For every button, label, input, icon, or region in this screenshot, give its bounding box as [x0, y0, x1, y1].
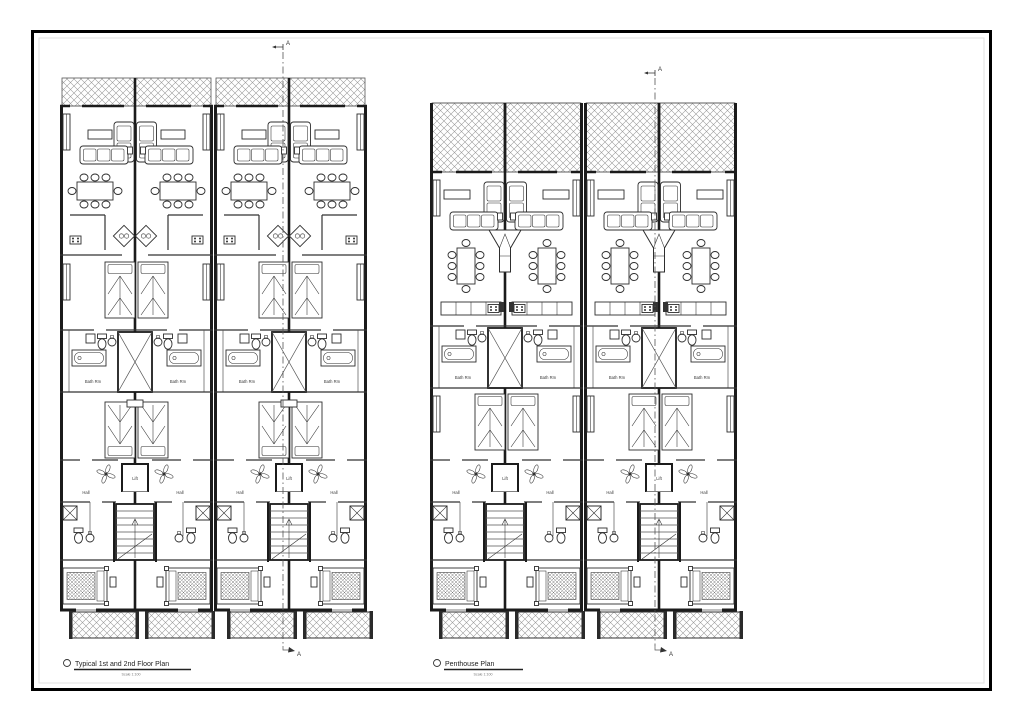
section-arrow-icon — [288, 647, 295, 653]
balcony — [302, 610, 374, 640]
section-arrow-icon — [272, 45, 276, 49]
balcony — [68, 610, 140, 640]
plan-typical: A A Typical 1st and 2nd Floor Plan Scale… — [60, 41, 374, 677]
section-letter: A — [286, 41, 290, 47]
section-letter: A — [669, 652, 673, 658]
section-arrow-icon — [644, 71, 648, 75]
section-arrow-icon — [660, 647, 667, 653]
sheet-inner-frame — [38, 37, 985, 684]
section-letter: A — [297, 652, 301, 658]
title-bullet-icon — [433, 659, 441, 667]
apartment-pair — [214, 78, 367, 610]
balcony — [144, 610, 216, 640]
plan-title: Typical 1st and 2nd Floor Plan — [75, 661, 169, 668]
balcony — [672, 610, 744, 640]
plan-scale-note: Scale 1:100 — [122, 673, 141, 677]
plan-penthouse: A A Penthouse Plan Scale 1:100 — [430, 67, 744, 677]
balcony — [514, 610, 586, 640]
apartment-pair — [584, 103, 737, 610]
balcony — [226, 610, 298, 640]
plan-title: Penthouse Plan — [445, 661, 495, 668]
apartment-pair — [60, 78, 213, 610]
title-bullet-icon — [63, 659, 71, 667]
sheet-frame — [31, 30, 992, 691]
plan-scale-note: Scale 1:100 — [474, 673, 493, 677]
floor-plan-drawing: Lift Hall Hall — [31, 30, 992, 691]
apartment-pair — [430, 103, 583, 610]
balcony — [438, 610, 510, 640]
balcony — [596, 610, 668, 640]
section-letter: A — [658, 67, 662, 73]
